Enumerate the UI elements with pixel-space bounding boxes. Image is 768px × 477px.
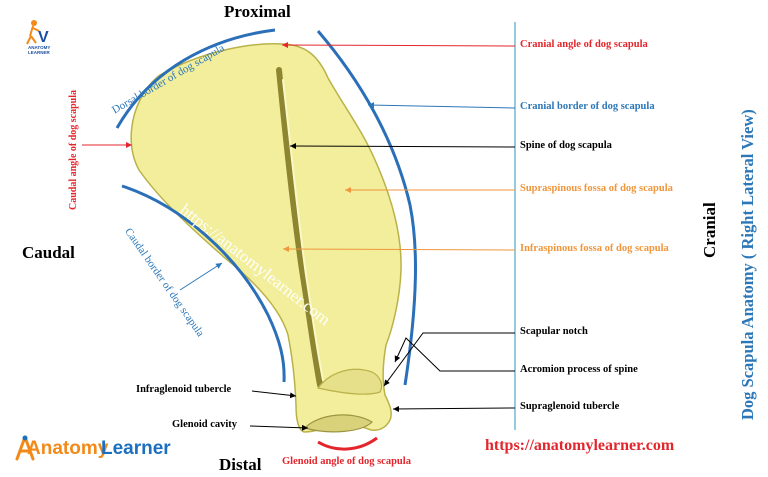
top-logo-text: ANATOMY LEARNER [28, 45, 51, 55]
spine-highlight [282, 79, 324, 381]
website-url[interactable]: https://anatomylearner.com [485, 437, 675, 454]
direction-proximal: Proximal [224, 2, 291, 21]
label-glenoid-cavity: Glenoid cavity [172, 419, 238, 430]
pointer-cranial-angle [281, 42, 516, 49]
label-infraspinous: Infraspinous fossa of dog scapula [520, 243, 669, 254]
label-glenoid-angle: Glenoid angle of dog scapula [282, 456, 411, 467]
direction-distal: Distal [219, 455, 262, 474]
pointer-glenoid-cavity [249, 424, 309, 431]
label-caudal-angle: Caudal angle of dog scapula [68, 89, 79, 210]
direction-caudal: Caudal [22, 243, 75, 262]
pointer-spine [289, 143, 516, 150]
cranial-border-arc [316, 30, 417, 386]
direction-cranial: Cranial [700, 202, 719, 258]
glenoid-angle-arc [317, 436, 378, 451]
scapula-bone [130, 43, 402, 433]
glenoid-cavity-shape [303, 414, 373, 433]
label-supraglenoid: Supraglenoid tubercle [520, 401, 620, 412]
pointer-scapular-notch [383, 332, 515, 387]
svg-text:V: V [38, 29, 49, 46]
pointer-infraspinous [282, 246, 516, 253]
runner-figure-icon: V [26, 20, 49, 46]
pointer-caudal-border [179, 262, 223, 291]
pointer-acromion [394, 337, 515, 372]
logo-learner: Learner [101, 438, 171, 459]
skeleton-a-icon [15, 435, 35, 461]
dorsal-border-arc [115, 28, 276, 129]
pointer-infraglenoid [251, 390, 297, 399]
acromion-shape [316, 368, 383, 395]
label-cranial-border: Cranial border of dog scapula [520, 101, 655, 112]
top-logo: V ANATOMY LEARNER [24, 18, 60, 58]
label-cranial-angle: Cranial angle of dog scapula [520, 39, 648, 50]
spine-ridge [276, 67, 323, 388]
label-scapular-notch: Scapular notch [520, 326, 588, 337]
caudal-border-arc [121, 184, 286, 383]
label-infraglenoid: Infraglenoid tubercle [136, 384, 232, 395]
diagram-title: Dog Scapula Anatomy ( Right Lateral View… [738, 109, 757, 420]
label-spine: Spine of dog scapula [520, 140, 612, 151]
logo-anatomy: Anatomy [27, 438, 109, 459]
label-supraspinous: Supraspinous fossa of dog scapula [520, 183, 673, 194]
pointer-supraglenoid [392, 405, 516, 412]
pointer-cranial-border [367, 102, 516, 109]
label-acromion: Acromion process of spine [520, 364, 638, 375]
